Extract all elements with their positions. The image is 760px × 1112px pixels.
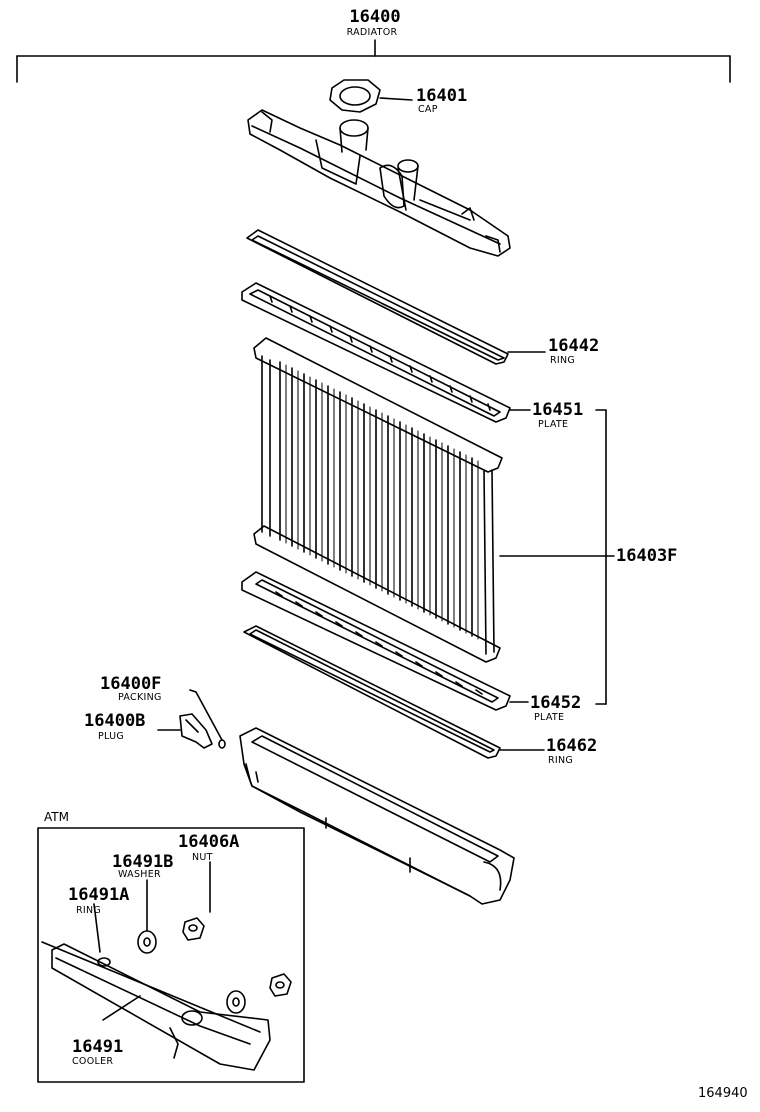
atm-inset-frame bbox=[38, 828, 304, 1082]
cap-part-number: 16401 bbox=[416, 86, 468, 106]
radiator-bracket bbox=[17, 40, 730, 82]
ring-upper-part-number: 16442 bbox=[548, 336, 600, 356]
plate-upper-part-name: PLATE bbox=[538, 419, 569, 430]
ring-upper-part-name: RING bbox=[550, 355, 576, 366]
main-part-number: 16400 bbox=[349, 7, 401, 27]
lower-tank bbox=[240, 728, 514, 904]
diagram-reference-number: 164940 bbox=[698, 1086, 748, 1101]
atm-inset-label: ATM bbox=[44, 810, 69, 824]
radiator-cap bbox=[330, 80, 412, 112]
packing-part-number: 16400F bbox=[100, 674, 162, 694]
radiator-core bbox=[254, 338, 606, 662]
lower-ring bbox=[244, 626, 544, 758]
plug-part-name: PLUG bbox=[98, 731, 125, 742]
plug-part-number: 16400B bbox=[84, 711, 146, 731]
plate-lower-part-number: 16452 bbox=[530, 693, 582, 713]
packing-part-name: PACKING bbox=[118, 692, 162, 703]
cooler-ring-part-name: RING bbox=[76, 905, 102, 916]
plate-lower-part-name: PLATE bbox=[534, 712, 565, 723]
plate-upper-part-number: 16451 bbox=[532, 400, 584, 420]
drain-plug-assembly bbox=[158, 690, 225, 748]
upper-tank bbox=[248, 110, 510, 256]
cap-part-name: CAP bbox=[418, 104, 438, 115]
lower-plate bbox=[242, 572, 528, 710]
washer-part-name: WASHER bbox=[118, 869, 161, 880]
upper-ring bbox=[247, 230, 545, 364]
nut-part-name: NUT bbox=[192, 852, 213, 863]
ring-lower-part-number: 16462 bbox=[546, 736, 598, 756]
nut-part-number: 16406A bbox=[178, 832, 240, 852]
cooler-ring-part-number: 16491A bbox=[68, 885, 130, 905]
upper-plate bbox=[242, 283, 530, 422]
oil-cooler-assembly bbox=[42, 862, 291, 1070]
ring-lower-part-name: RING bbox=[548, 755, 574, 766]
cooler-part-name: COOLER bbox=[72, 1056, 114, 1067]
core-part-number: 16403F bbox=[616, 546, 678, 566]
core-group-bracket bbox=[596, 410, 614, 704]
main-part-name: RADIATOR bbox=[346, 27, 398, 38]
cooler-part-number: 16491 bbox=[72, 1037, 124, 1057]
washer-part-number: 16491B bbox=[112, 852, 174, 872]
